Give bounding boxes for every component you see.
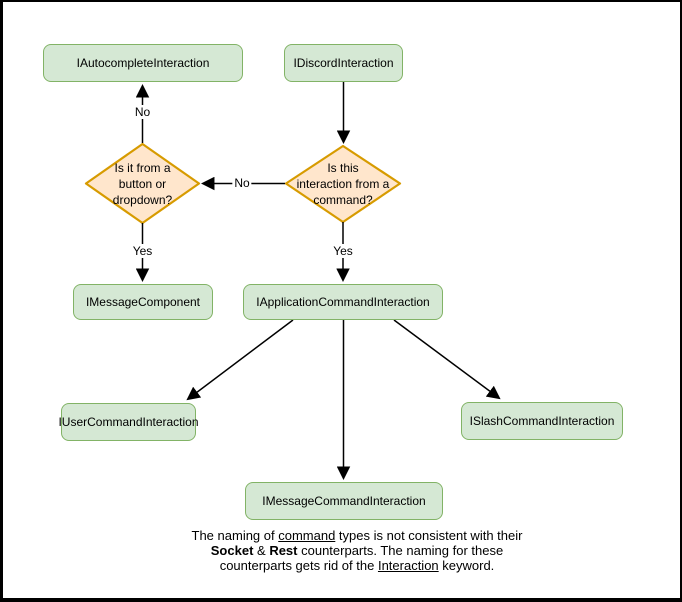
caption-line-3: counterparts gets rid of the Interaction… xyxy=(219,558,495,573)
decision-line: interaction from a xyxy=(296,177,390,191)
edge-label-no-between-decisions: No xyxy=(232,176,252,190)
edge-application-to-user-command xyxy=(186,319,294,401)
edge-label-yes-message-component: Yes xyxy=(130,244,155,258)
decision-line: dropdown? xyxy=(112,193,173,207)
node-discord-interaction: IDiscordInteraction xyxy=(284,44,403,82)
node-slash-command-interaction: ISlashCommandInteraction xyxy=(461,402,623,440)
node-autocomplete-interaction: IAutocompleteInteraction xyxy=(43,44,243,82)
caption-line-2: Socket & Rest counterparts. The naming f… xyxy=(210,543,504,558)
decision-button-dropdown-label: Is it from a button or dropdown? xyxy=(113,160,172,208)
decision-line: command? xyxy=(313,193,373,207)
decision-line: Is it from a xyxy=(114,161,171,175)
edge-label-yes-application-command: Yes xyxy=(331,244,355,258)
edge-application-to-slash-command xyxy=(393,319,501,400)
node-application-command-interaction: IApplicationCommandInteraction xyxy=(243,284,443,320)
decision-line: button or xyxy=(118,177,167,191)
caption-note: The naming of command types is not consi… xyxy=(157,528,557,573)
edge-label-no-autocomplete: No xyxy=(132,105,153,119)
decision-line: Is this xyxy=(327,161,359,175)
decision-from-command-label: Is this interaction from a command? xyxy=(297,160,390,208)
caption-line-1: The naming of command types is not consi… xyxy=(191,528,523,543)
node-message-component: IMessageComponent xyxy=(73,284,213,320)
node-user-command-interaction: IUserCommandInteraction xyxy=(58,403,199,441)
node-message-command-interaction: IMessageCommandInteraction xyxy=(245,482,443,520)
